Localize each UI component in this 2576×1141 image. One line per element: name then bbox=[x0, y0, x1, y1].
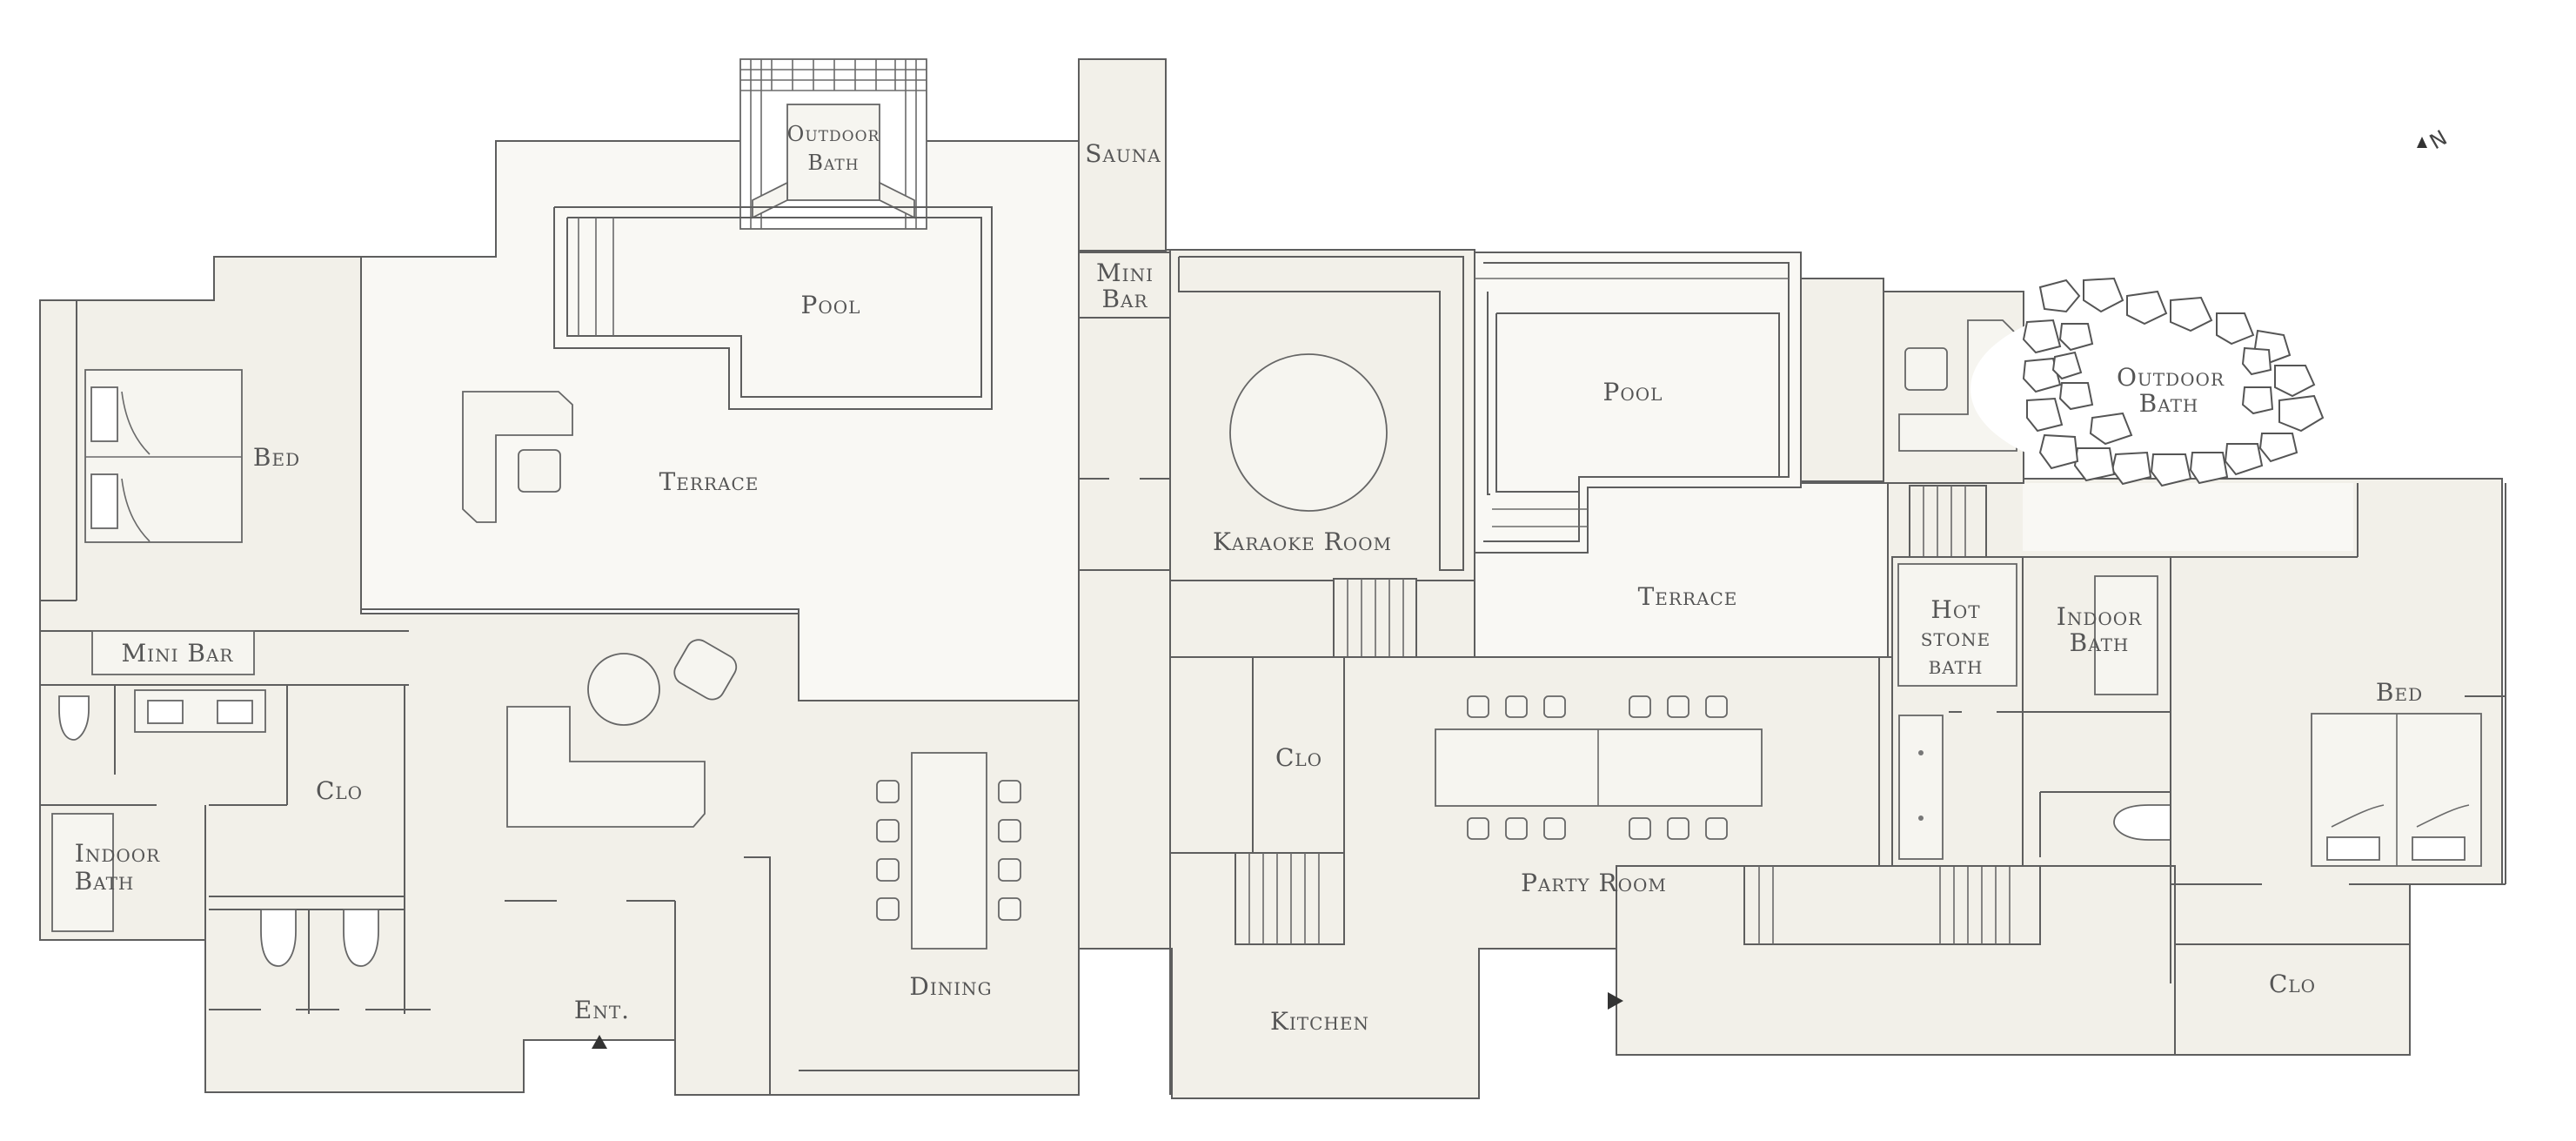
bedroom-left bbox=[40, 300, 409, 632]
restrooms-left bbox=[209, 896, 431, 1014]
compass-label: N bbox=[2425, 125, 2452, 154]
indoor-bath-right bbox=[2022, 556, 2171, 983]
label-dining: Dining bbox=[909, 972, 992, 1001]
label-hot-stone-bath-1: Hot bbox=[1930, 595, 1980, 624]
karaoke-room bbox=[1079, 249, 1475, 657]
label-entrance: Ent. bbox=[574, 996, 630, 1024]
label-bed-left: Bed bbox=[253, 443, 300, 472]
mini-bar-center-room bbox=[1078, 252, 1174, 319]
hot-stone-bath bbox=[1891, 556, 2024, 867]
pool-left bbox=[553, 206, 993, 410]
label-indoor-bath-left-2: Bath bbox=[75, 867, 135, 896]
stairs-right bbox=[1909, 485, 1987, 565]
label-outdoor-bath-right-2: Bath bbox=[2139, 389, 2199, 418]
label-party-room: Party Room bbox=[1521, 869, 1667, 897]
label-sauna: Sauna bbox=[1085, 139, 1161, 168]
label-indoor-bath-right-2: Bath bbox=[2070, 628, 2130, 657]
label-hot-stone-bath-2: stone bbox=[1921, 623, 1991, 652]
label-outdoor-bath-top-2: Bath bbox=[807, 151, 859, 175]
label-outdoor-bath-top-1: Outdoor bbox=[787, 122, 880, 146]
clo-right-room bbox=[2174, 943, 2411, 1056]
outdoor-bath-rocks bbox=[1970, 277, 2325, 487]
mini-bar-left-counter bbox=[91, 630, 255, 675]
label-clo-center: Clo bbox=[1275, 743, 1322, 772]
label-mini-bar-center-1: Mini bbox=[1096, 258, 1154, 287]
room-labels: Outdoor Bath Sauna Mini Bar Pool Bed Ter… bbox=[75, 122, 2423, 1036]
label-indoor-bath-left-1: Indoor bbox=[75, 839, 160, 868]
party-room-arrow-icon bbox=[1608, 992, 1623, 1010]
entrance-area bbox=[505, 856, 1079, 1095]
outdoor-bath-top bbox=[739, 58, 927, 230]
label-bed-right: Bed bbox=[2376, 678, 2423, 707]
compass: N bbox=[2417, 125, 2451, 154]
bathroom-left bbox=[40, 684, 409, 1014]
terrace-seating-left bbox=[462, 391, 573, 523]
label-outdoor-bath-right-1: Outdoor bbox=[2117, 363, 2225, 392]
label-terrace-right: Terrace bbox=[1638, 582, 1738, 611]
stairs-center bbox=[1333, 578, 1417, 658]
north-arrow-icon bbox=[2417, 137, 2427, 148]
pool-right bbox=[1475, 252, 1884, 554]
label-pool-right: Pool bbox=[1603, 378, 1663, 406]
clo-center-room bbox=[1169, 656, 1345, 1095]
terrace-areas bbox=[360, 140, 2353, 701]
bedroom-right bbox=[2171, 483, 2506, 885]
label-mini-bar-center-2: Bar bbox=[1101, 285, 1147, 313]
label-hot-stone-bath-3: bath bbox=[1929, 651, 1984, 680]
label-clo-right: Clo bbox=[2269, 970, 2316, 998]
sauna-room bbox=[1078, 58, 1167, 252]
lounge-furniture bbox=[506, 639, 738, 828]
label-terrace-left: Terrace bbox=[659, 467, 759, 496]
label-pool-left: Pool bbox=[801, 291, 861, 319]
label-clo-left: Clo bbox=[316, 776, 363, 805]
label-mini-bar-left: Mini Bar bbox=[122, 639, 234, 668]
entrance-arrow-icon bbox=[592, 1035, 607, 1049]
label-kitchen: Kitchen bbox=[1270, 1007, 1369, 1036]
party-room bbox=[1344, 656, 2041, 1010]
label-karaoke-room: Karaoke Room bbox=[1213, 527, 1392, 556]
label-indoor-bath-right-1: Indoor bbox=[2057, 602, 2142, 631]
dining-set bbox=[876, 752, 1021, 950]
